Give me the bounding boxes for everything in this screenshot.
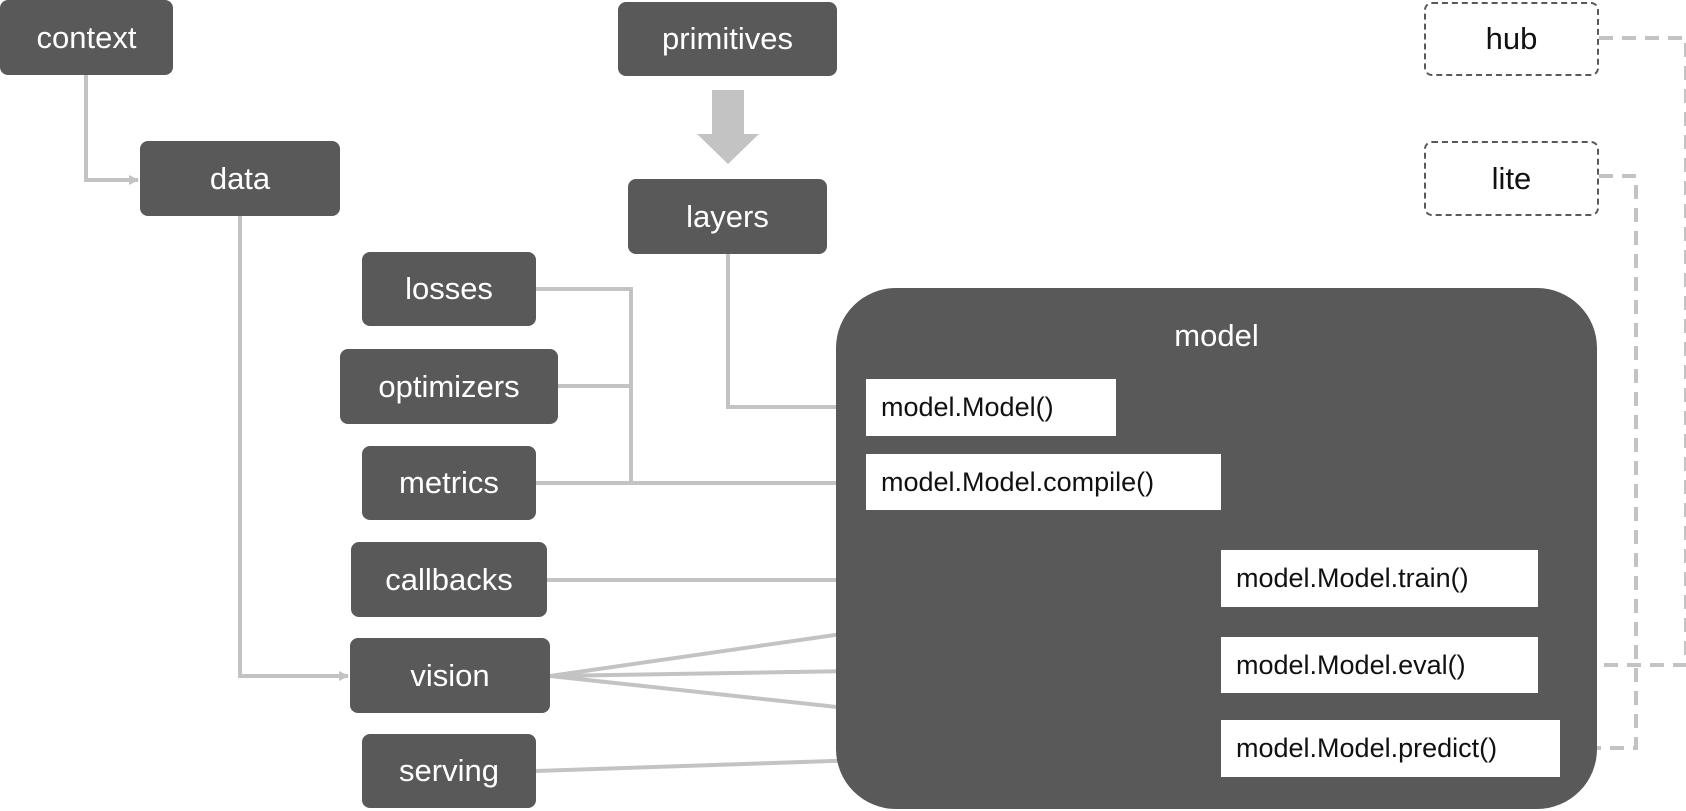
context-node: context — [0, 0, 173, 75]
model-predict-api: model.Model.predict() — [1221, 720, 1560, 777]
callbacks-node-label: callbacks — [385, 561, 513, 597]
vision-node: vision — [350, 638, 550, 713]
model-panel-title: model — [1174, 318, 1259, 353]
serving-node: serving — [362, 734, 536, 808]
hub-to-eval-arrow — [1540, 36, 1686, 671]
lite-node-label: lite — [1491, 160, 1532, 196]
primitives-node: primitives — [618, 2, 837, 76]
model-train-api: model.Model.train() — [1221, 550, 1538, 607]
serving-node-label: serving — [399, 753, 499, 788]
losses-node: losses — [362, 252, 536, 326]
optimizers-node: optimizers — [340, 349, 558, 424]
layers-to-model-arrow — [726, 254, 865, 412]
primitives-to-layers-arrow — [697, 90, 759, 164]
hub-node-label: hub — [1485, 21, 1538, 56]
context-to-data-arrow — [84, 75, 139, 185]
lite-node: lite — [1424, 141, 1599, 216]
lite-to-predict-arrow — [1561, 174, 1638, 754]
model-eval-api: model.Model.eval() — [1221, 637, 1538, 693]
losses-connector — [536, 287, 633, 483]
metrics-node-label: metrics — [399, 465, 499, 500]
context-node-label: context — [36, 19, 137, 55]
data-node-label: data — [209, 160, 271, 196]
hub-node: hub — [1424, 2, 1599, 76]
losses-node-label: losses — [405, 271, 493, 306]
layers-node-label: layers — [686, 198, 769, 234]
layers-node: layers — [628, 179, 827, 254]
model-compile-api: model.Model.compile() — [866, 454, 1221, 510]
data-node: data — [140, 141, 340, 216]
data-to-vision-arrow — [238, 216, 349, 681]
optimizers-node-label: optimizers — [378, 368, 520, 404]
primitives-node-label: primitives — [662, 21, 793, 56]
vision-node-label: vision — [410, 657, 490, 693]
callbacks-node: callbacks — [351, 542, 547, 617]
model-constructor-api: model.Model() — [866, 379, 1116, 436]
metrics-node: metrics — [362, 446, 536, 520]
